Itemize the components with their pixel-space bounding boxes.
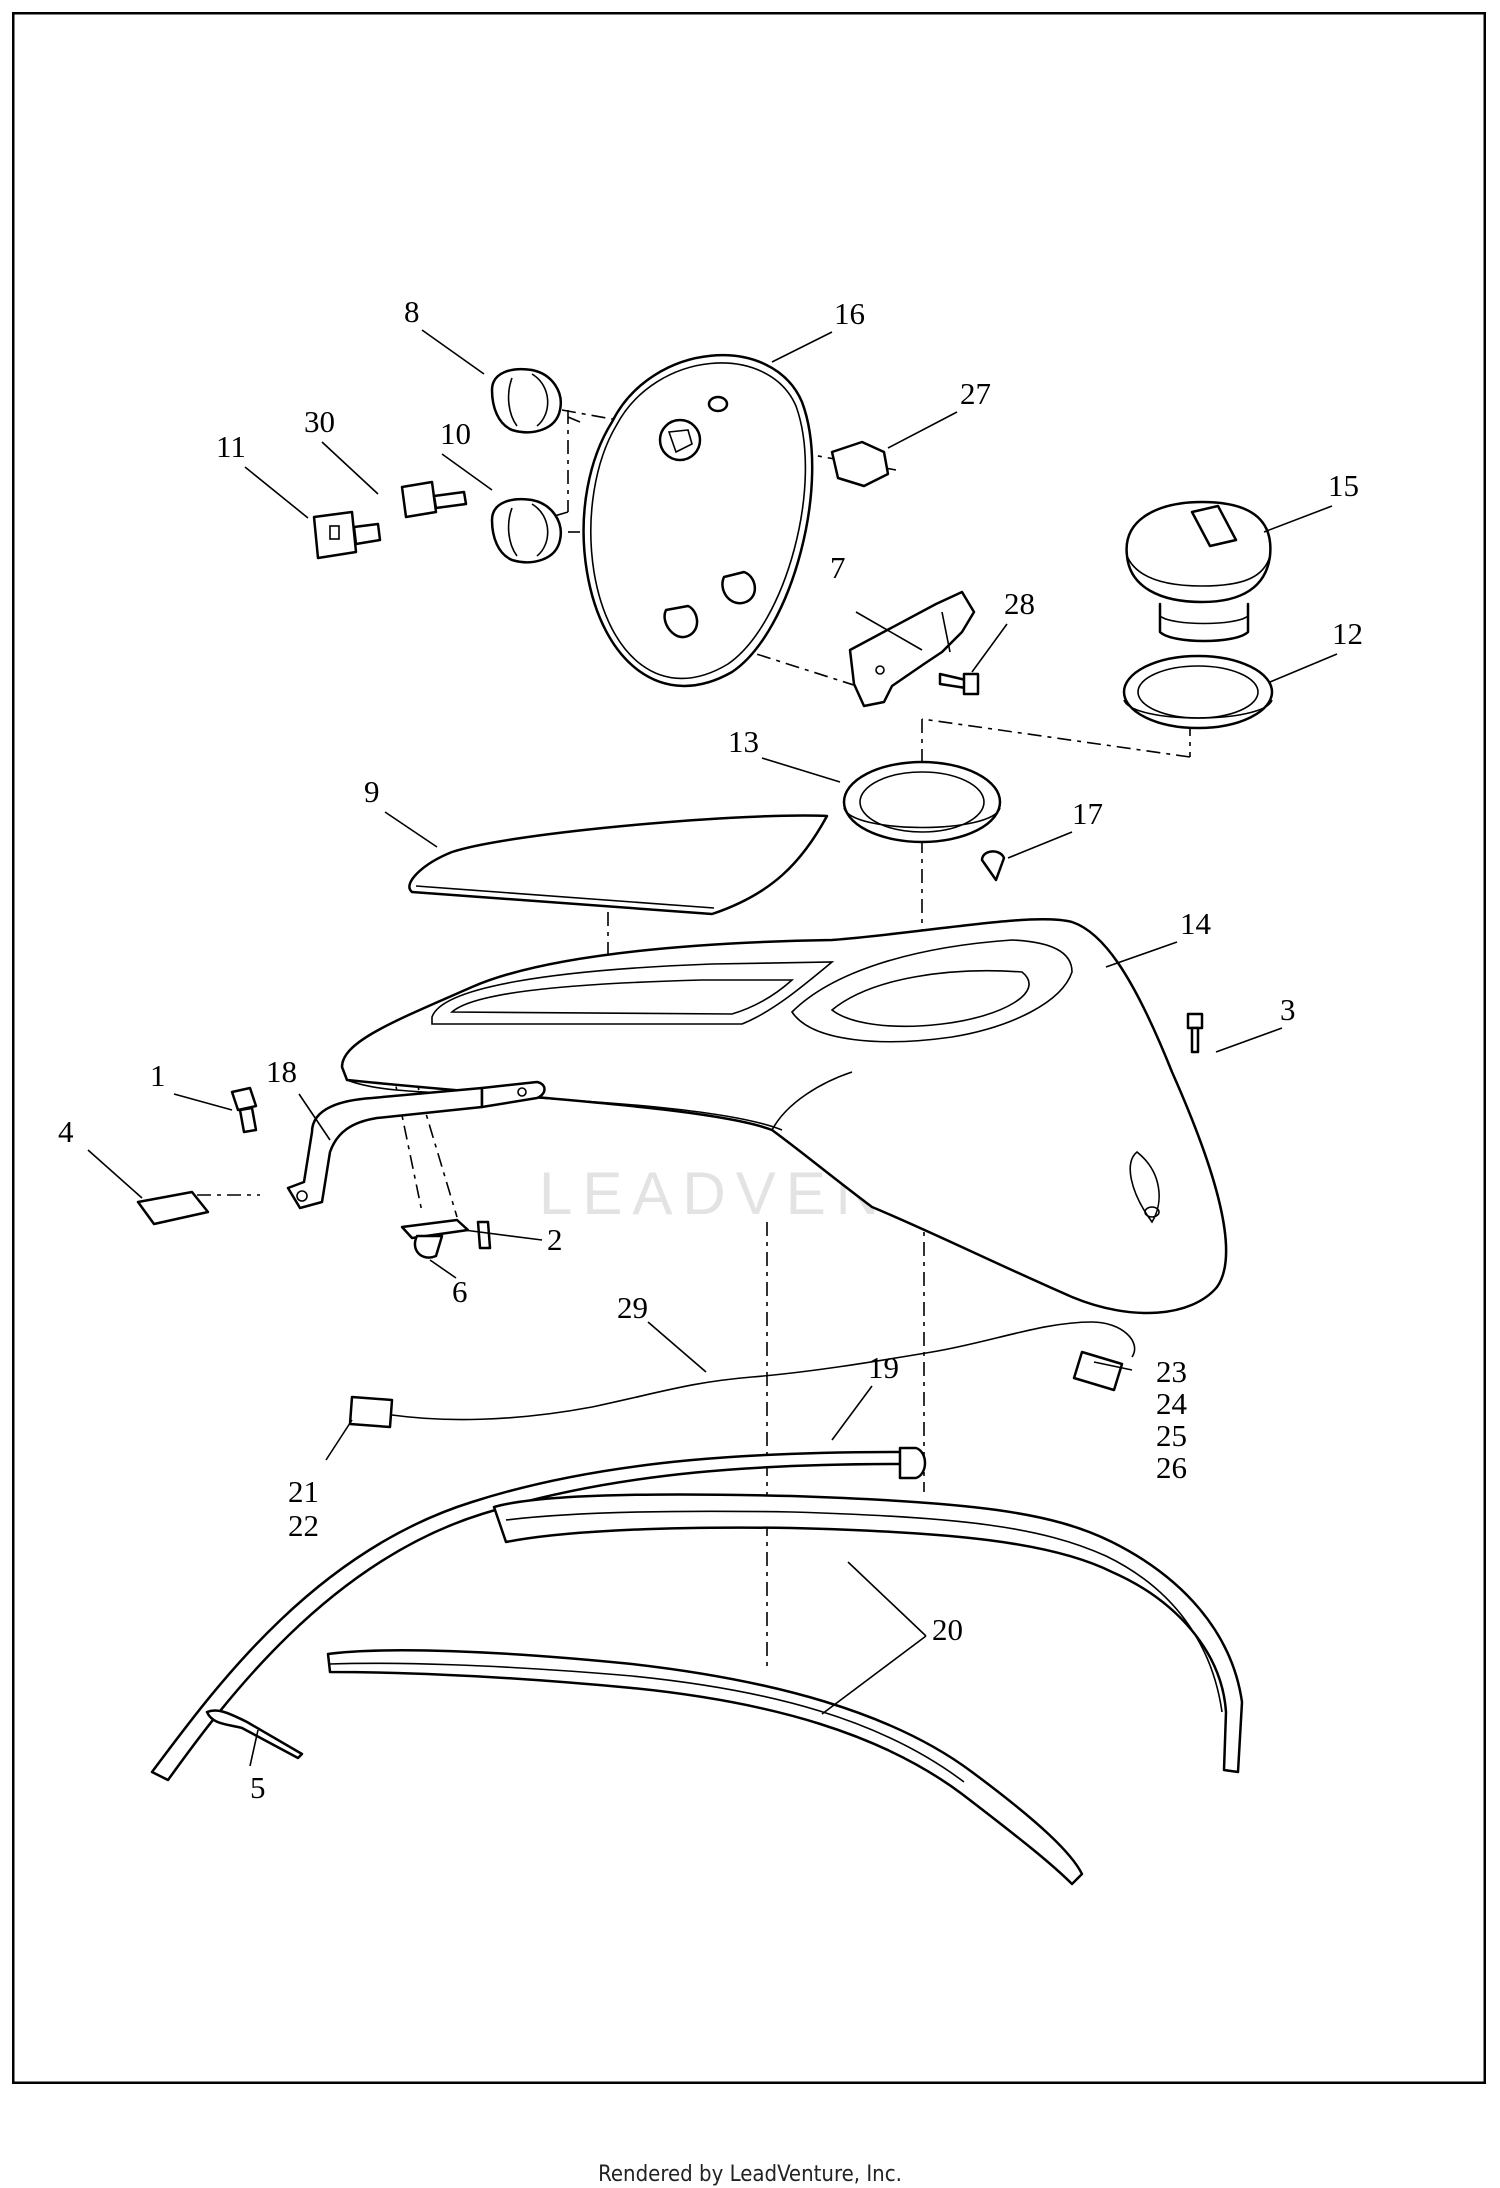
callout-8: 8 (404, 294, 420, 329)
part-1-bolt (230, 1086, 258, 1134)
callout-18: 18 (266, 1054, 297, 1089)
callout-16: 16 (834, 296, 865, 331)
callout-labels: 8 16 27 30 11 10 15 12 7 28 13 17 9 14 3… (58, 294, 1363, 1805)
part-29-harness (348, 1321, 1136, 1429)
callout-9: 9 (364, 774, 380, 809)
part-11-key-tag (312, 510, 382, 560)
part-15-fuel-cap (1125, 500, 1272, 643)
callout-14: 14 (1180, 906, 1212, 941)
parts-diagram: LEADVENTURE (12, 12, 1486, 2084)
part-3-bolt (1186, 1012, 1204, 1054)
part-19-vent-hose (150, 1446, 927, 1782)
diagram-border (12, 12, 1486, 2084)
callout-22: 22 (288, 1508, 319, 1543)
callout-25: 25 (1156, 1418, 1187, 1453)
callout-28: 28 (1004, 586, 1035, 621)
callout-11: 11 (216, 429, 246, 464)
part-20-trim (326, 1493, 1244, 1886)
callout-26: 26 (1156, 1450, 1187, 1485)
part-18-bracket (286, 1080, 546, 1210)
part-28-screw (938, 672, 980, 696)
callout-1: 1 (150, 1058, 166, 1093)
part-17-plug (980, 850, 1006, 882)
exploded-view: LEADVENTURE (12, 12, 1486, 2084)
callout-20: 20 (932, 1612, 963, 1647)
part-12-gasket (1122, 654, 1274, 730)
part-14-tank-console (340, 918, 1228, 1315)
callout-3: 3 (1280, 992, 1296, 1027)
callout-17: 17 (1072, 796, 1103, 831)
part-9-pad (408, 814, 829, 916)
callout-30: 30 (304, 404, 335, 439)
part-5-cable-tie (205, 1709, 304, 1760)
callout-19: 19 (868, 1350, 899, 1385)
callout-23: 23 (1156, 1354, 1187, 1389)
callout-6: 6 (452, 1274, 468, 1309)
callout-13: 13 (728, 724, 759, 759)
callout-2: 2 (547, 1222, 563, 1257)
part-10-lock-cylinder (490, 498, 563, 564)
part-6-clip (400, 1218, 470, 1259)
callout-29: 29 (617, 1290, 648, 1325)
callout-27: 27 (960, 376, 991, 411)
footer-credit: Rendered by LeadVenture, Inc. (598, 2162, 902, 2187)
part-8-lock-cylinder (490, 368, 563, 434)
callout-15: 15 (1328, 468, 1359, 503)
callout-4: 4 (58, 1114, 74, 1149)
part-27-nut (830, 440, 890, 488)
part-2-screw (476, 1220, 492, 1250)
part-16-plate (582, 354, 814, 688)
part-4-clip-nut (136, 1190, 210, 1226)
callout-7: 7 (830, 550, 846, 585)
part-30-key (400, 480, 468, 519)
part-13-flange-ring (842, 760, 1002, 844)
callout-12: 12 (1332, 616, 1363, 651)
callout-5: 5 (250, 1770, 266, 1805)
callout-10: 10 (440, 416, 471, 451)
part-7-latch-bracket (848, 590, 976, 708)
callout-24: 24 (1156, 1386, 1188, 1421)
leader-lines (87, 329, 1338, 1767)
callout-21: 21 (288, 1474, 319, 1509)
